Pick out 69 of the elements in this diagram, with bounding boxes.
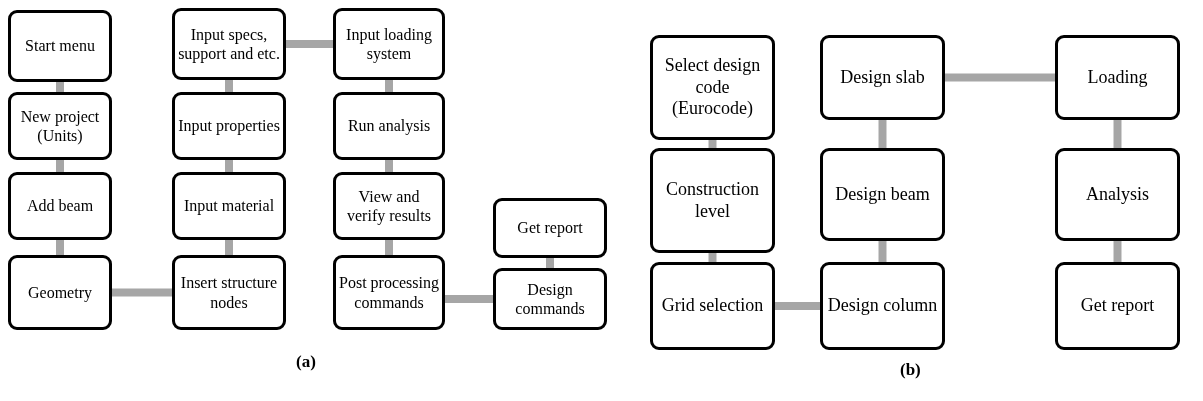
panel-label: (b) <box>900 360 921 380</box>
process-box <box>493 198 607 258</box>
process-box <box>172 92 286 160</box>
box-label: Construction level <box>665 178 760 223</box>
box-label: Design slab <box>840 66 925 89</box>
box-label: Post processing commands <box>339 273 439 312</box>
box-label: View and verify results <box>346 186 432 226</box>
process-box <box>8 10 112 82</box>
box-label: Loading <box>1087 66 1148 89</box>
connector-line <box>385 80 393 92</box>
process-box <box>820 262 945 350</box>
process-box <box>172 8 286 80</box>
box-label: Geometry <box>28 282 92 303</box>
process-box <box>172 172 286 240</box>
box-label: Select design code (Eurocode) <box>663 55 762 120</box>
connector-line <box>878 120 887 148</box>
box-label: Run analysis <box>347 116 431 136</box>
box-label: Input loading system <box>345 24 433 64</box>
process-box <box>650 35 775 140</box>
box-label: Get report <box>1080 295 1155 317</box>
process-box <box>1055 35 1180 120</box>
process-box <box>820 35 945 120</box>
box-label: Insert structure nodes <box>179 273 279 312</box>
box-label: Get report <box>517 218 583 238</box>
process-box <box>8 255 112 330</box>
connector-line <box>945 73 1055 82</box>
process-box <box>333 92 445 160</box>
connector-line <box>56 160 64 172</box>
box-label: Input specs, support and etc. <box>178 24 280 64</box>
process-box <box>8 92 112 160</box>
connector-line <box>56 240 64 255</box>
connector-line <box>1113 241 1122 262</box>
connector-line <box>112 288 172 297</box>
panel-label: (a) <box>296 352 316 372</box>
connector-line <box>775 302 820 310</box>
box-label: Input properties <box>178 116 280 136</box>
box-label: Design column <box>827 295 938 317</box>
process-box <box>820 148 945 241</box>
connector-line <box>225 80 233 92</box>
connector-line <box>225 240 233 255</box>
process-box <box>172 255 286 330</box>
box-label: New project (Units) <box>19 106 101 146</box>
connector-line <box>878 241 887 262</box>
connector-line <box>385 160 393 172</box>
process-box <box>333 255 445 330</box>
box-label: Start menu <box>25 36 95 56</box>
connector-line <box>708 140 717 148</box>
process-box <box>333 172 445 240</box>
box-label: Add beam <box>26 196 94 216</box>
connector-line <box>56 82 64 92</box>
connector-line <box>1113 120 1122 148</box>
process-box <box>650 262 775 350</box>
process-box <box>333 8 445 80</box>
box-label: Grid selection <box>661 295 764 317</box>
process-box <box>493 268 607 330</box>
process-box <box>1055 148 1180 241</box>
connector-line <box>546 258 554 268</box>
box-label: Design beam <box>835 183 930 206</box>
connector-line <box>286 40 333 48</box>
process-box <box>1055 262 1180 350</box>
box-label: Design commands <box>514 279 586 319</box>
connector-line <box>385 240 393 255</box>
process-box <box>8 172 112 240</box>
connector-line <box>445 295 493 303</box>
connector-line <box>708 253 717 262</box>
box-label: Input material <box>183 196 275 216</box>
connector-line <box>225 160 233 172</box>
box-label: Analysis <box>1086 183 1149 206</box>
process-box <box>650 148 775 253</box>
